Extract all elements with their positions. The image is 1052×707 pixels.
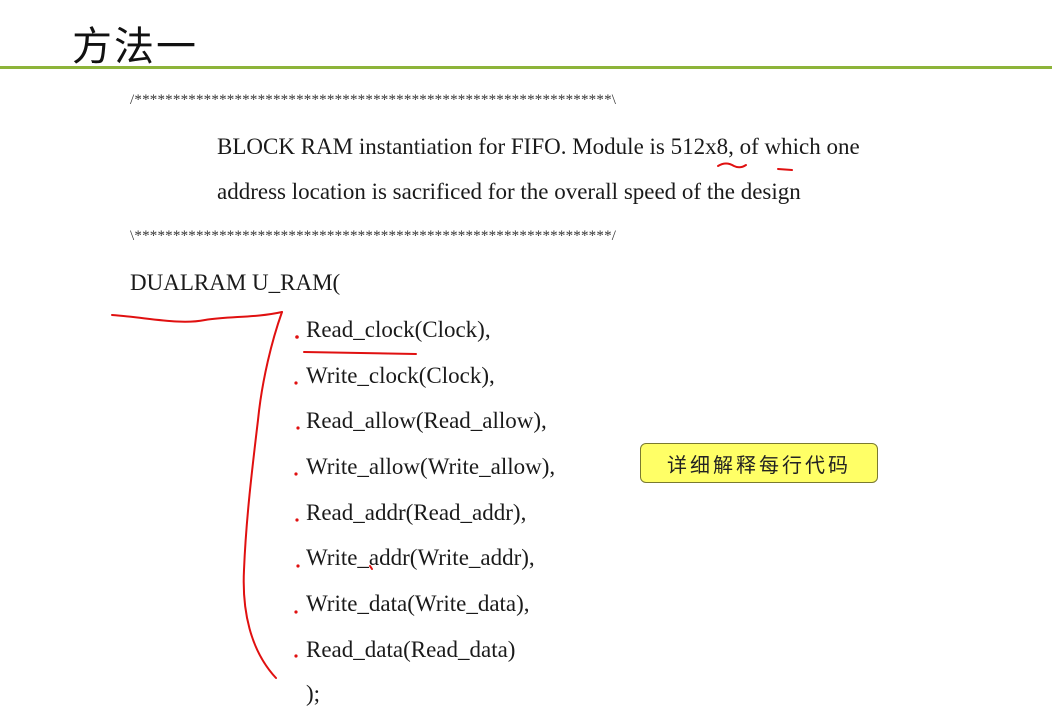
description-line-2: address location is sacrificed for the o… — [217, 179, 801, 204]
port-line: Read_addr(Read_addr), — [306, 500, 527, 525]
callout-note: 详细解释每行代码 — [640, 443, 878, 483]
brace-vertical-stroke — [242, 311, 283, 679]
port-line: Write_data(Write_data), — [306, 591, 530, 616]
port-line: Read_allow(Read_allow), — [306, 408, 547, 433]
title-divider — [0, 66, 1052, 69]
read-clock-underline — [303, 351, 417, 355]
closing-paren: ); — [306, 681, 321, 706]
comment-open-line: /***************************************… — [130, 92, 617, 108]
port-line: Write_addr(Write_addr), — [306, 545, 535, 570]
port-line: Read_data(Read_data) — [306, 637, 516, 662]
underline-x8-mark — [777, 168, 793, 171]
port-line: Write_allow(Write_allow), — [306, 454, 556, 479]
port-line: Write_clock(Clock), — [306, 363, 495, 388]
description-line-1: BLOCK RAM instantiation for FIFO. Module… — [217, 134, 860, 159]
slide-title: 方法一 — [72, 24, 198, 70]
port-line: Read_clock(Clock), — [306, 317, 491, 342]
brace-top-stroke — [111, 311, 283, 323]
underline-512-mark — [717, 162, 747, 169]
comment-close-line: \***************************************… — [130, 228, 617, 244]
instance-line: DUALRAM U_RAM( — [130, 270, 341, 295]
